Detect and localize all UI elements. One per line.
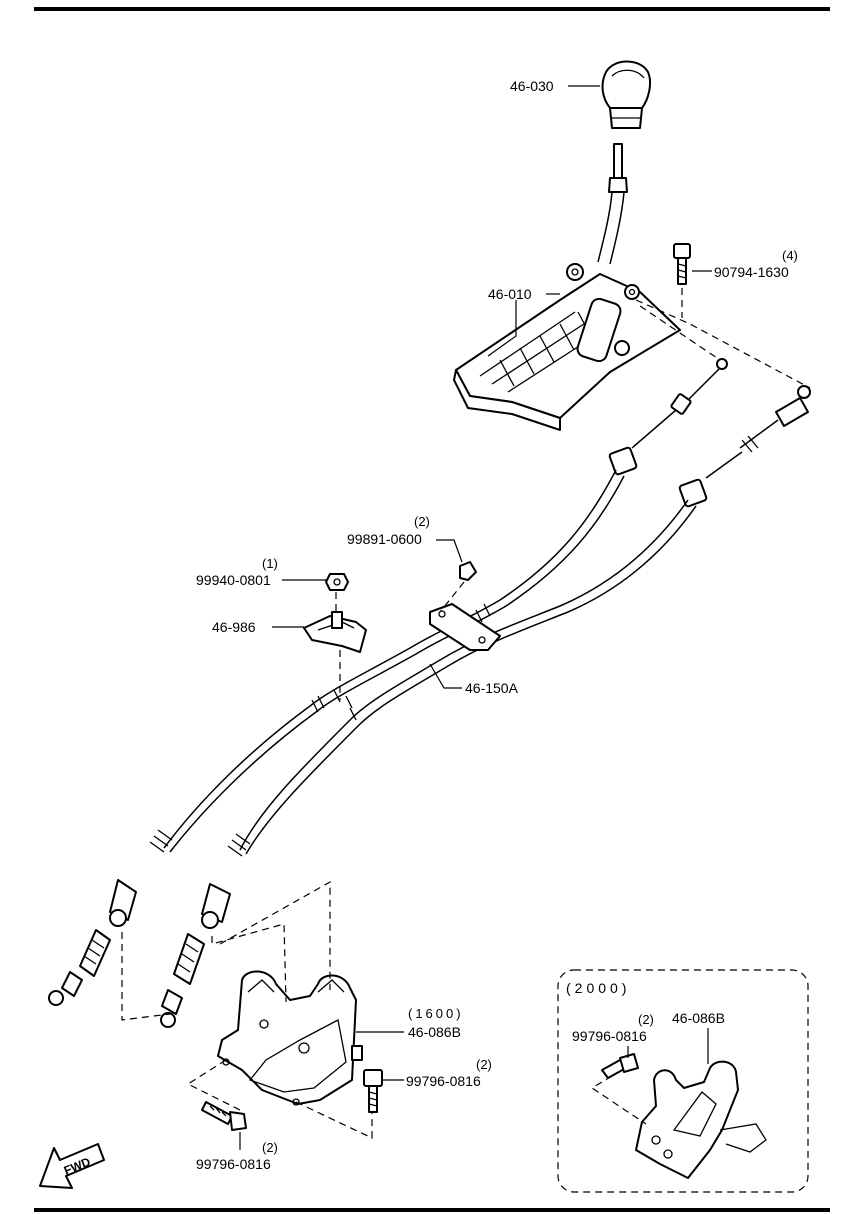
lever-bolt-qty: (4) xyxy=(782,248,798,263)
inset-bolt-qty: (2) xyxy=(638,1012,654,1027)
cable-nut xyxy=(459,561,477,581)
knob-label: 46-030 xyxy=(510,78,554,94)
bracket-bolt-left-qty: (2) xyxy=(262,1140,278,1155)
lever-bolt xyxy=(673,243,691,285)
bracket-1600 xyxy=(217,970,363,1106)
inset-bracket-label: 46-086B xyxy=(672,1010,725,1026)
clip-nut xyxy=(325,573,349,591)
leader-lines xyxy=(239,85,712,1150)
bracket-bolt-right-label: 99796-0816 xyxy=(406,1073,481,1089)
lever-bolt-label: 90794-1630 xyxy=(714,264,789,280)
shift-lever-label: 46-010 xyxy=(488,286,532,302)
bracket-bolt-right-qty: (2) xyxy=(476,1057,492,1072)
bracket-bolt-left xyxy=(201,1101,247,1131)
inset-bolt-label: 99796-0816 xyxy=(572,1028,647,1044)
clip xyxy=(303,611,367,653)
shift-knob xyxy=(601,60,652,129)
inset-frame xyxy=(557,969,809,1193)
fwd-arrow: FWD xyxy=(39,1143,105,1189)
shift-lever-assembly xyxy=(453,263,681,431)
shift-rod xyxy=(597,143,628,265)
bracket-bolt-left-label: 99796-0816 xyxy=(196,1156,271,1172)
cable-assembly xyxy=(163,469,697,855)
bracket-1600-note: (1600) xyxy=(408,1006,464,1021)
cable-upper-ends xyxy=(608,358,811,508)
bracket-1600-label: 46-086B xyxy=(408,1024,461,1040)
clip-nut-label: 99940-0801 xyxy=(196,572,271,588)
cable-lower-ends xyxy=(48,829,251,1028)
inset-bolt xyxy=(601,1053,639,1079)
cable-label: 46-150A xyxy=(465,680,518,696)
bracket-bolt-right xyxy=(363,1069,383,1113)
clip-nut-qty: (1) xyxy=(262,556,278,571)
nut-label: 99891-0600 xyxy=(347,531,422,547)
inset-title: (2000) xyxy=(566,980,631,996)
clip-label: 46-986 xyxy=(212,619,256,635)
nut-qty: (2) xyxy=(414,514,430,529)
inset-bracket xyxy=(635,1060,767,1179)
